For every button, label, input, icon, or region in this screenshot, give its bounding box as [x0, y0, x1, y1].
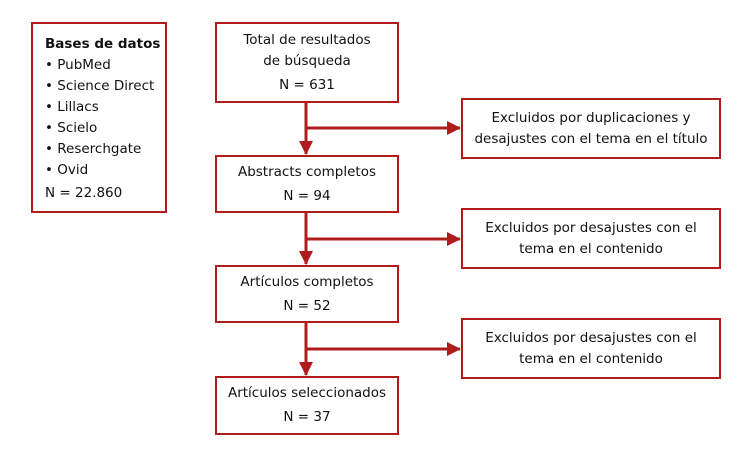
databases-box: Bases de datos • PubMed • Science Direct… [31, 22, 167, 213]
database-item: • Lillacs [45, 99, 99, 115]
step-label: Artículos completos [240, 273, 374, 290]
exclusion-box: Excluidos por desajustes con el tema en … [461, 208, 721, 269]
step-abstracts: Abstracts completos N = 94 [215, 155, 399, 213]
step-count: N = 94 [283, 187, 331, 204]
database-item: • PubMed [45, 57, 111, 73]
exclusion-box: Excluidos por duplicaciones y desajustes… [461, 98, 721, 159]
step-label: Total de resultados de búsqueda [243, 31, 371, 69]
database-item: • Ovid [45, 162, 89, 178]
step-count: N = 631 [279, 76, 335, 93]
database-item: • Scielo [45, 120, 98, 136]
step-count: N = 37 [283, 409, 331, 425]
database-item: • Science Direct [45, 78, 155, 94]
exclusion-box: Excluidos por desajustes con el tema en … [461, 318, 721, 379]
exclusion-text: Excluidos por desajustes con el tema en … [485, 329, 697, 367]
databases-total: N = 22.860 [45, 185, 123, 201]
databases-title: Bases de datos [45, 36, 161, 52]
step-count: N = 52 [283, 297, 331, 314]
exclusion-text: Excluidos por duplicaciones y desajustes… [474, 109, 708, 147]
exclusion-text: Excluidos por desajustes con el tema en … [485, 219, 697, 257]
step-label: Artículos seleccionados [227, 385, 387, 401]
step-total-results: Total de resultados de búsqueda N = 631 [215, 22, 399, 103]
step-label: Abstracts completos [237, 163, 377, 180]
database-item: • Reserchgate [45, 141, 142, 157]
step-full-articles: Artículos completos N = 52 [215, 265, 399, 323]
step-selected-articles: Artículos seleccionados N = 37 [215, 376, 399, 435]
